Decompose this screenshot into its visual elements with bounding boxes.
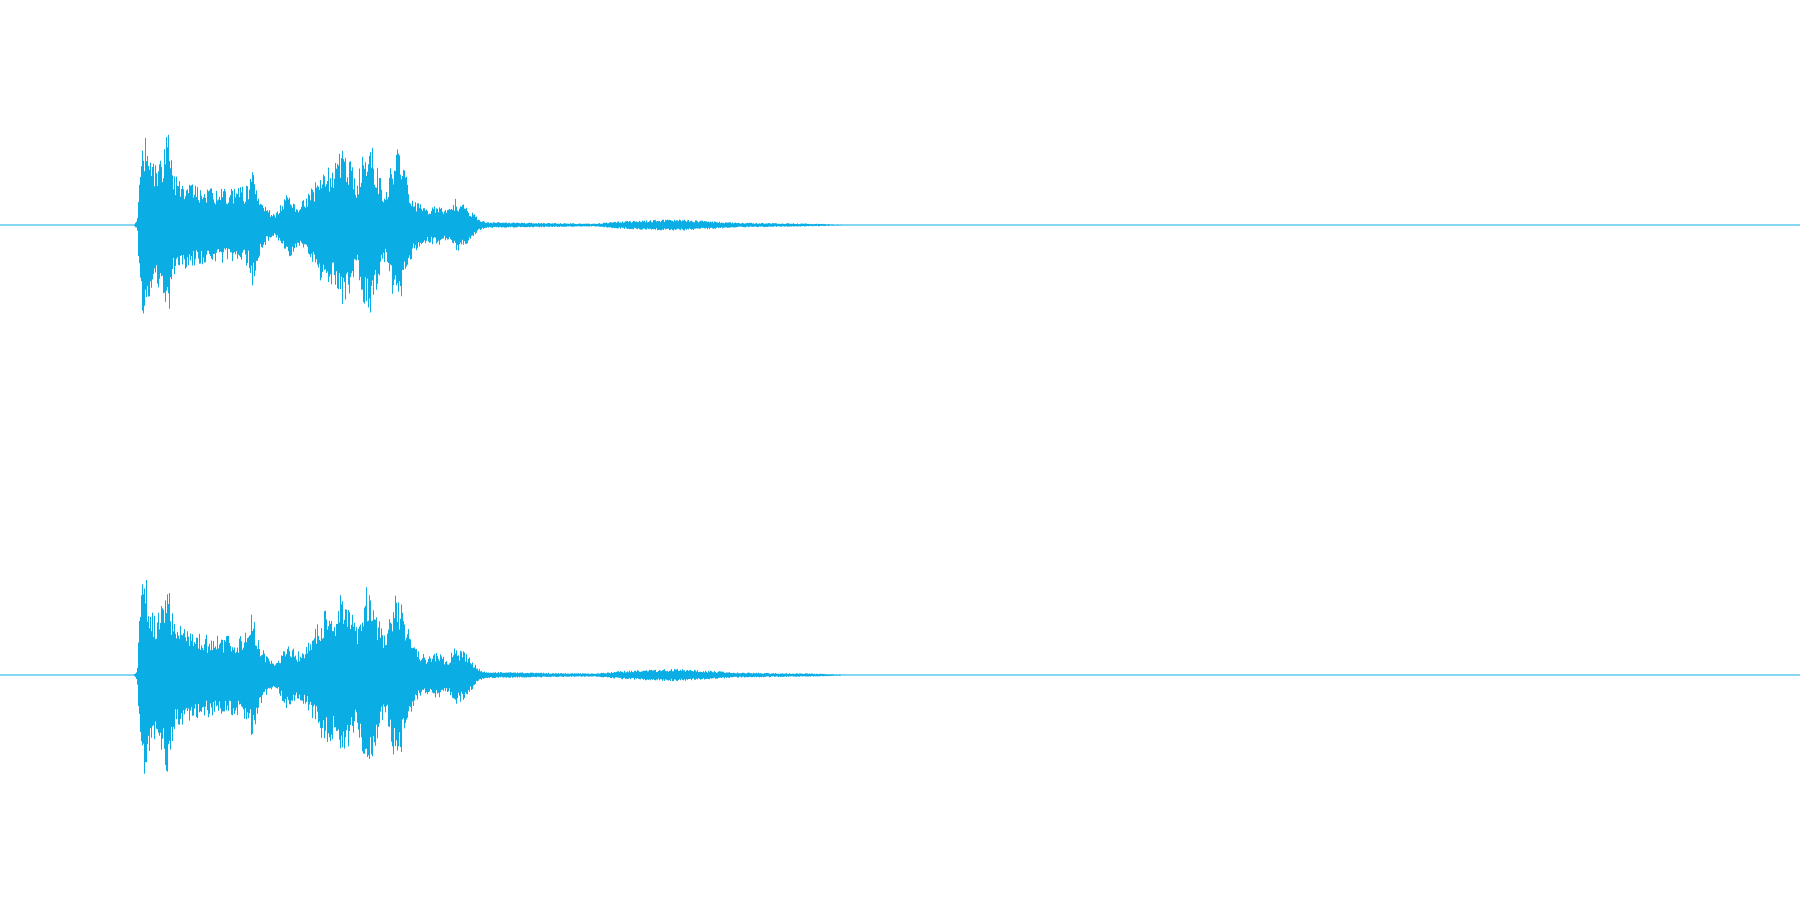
channel-top	[0, 134, 1800, 314]
channel-bottom	[0, 580, 1800, 774]
waveform-trace	[134, 134, 1005, 314]
waveform-trace	[134, 580, 1005, 774]
